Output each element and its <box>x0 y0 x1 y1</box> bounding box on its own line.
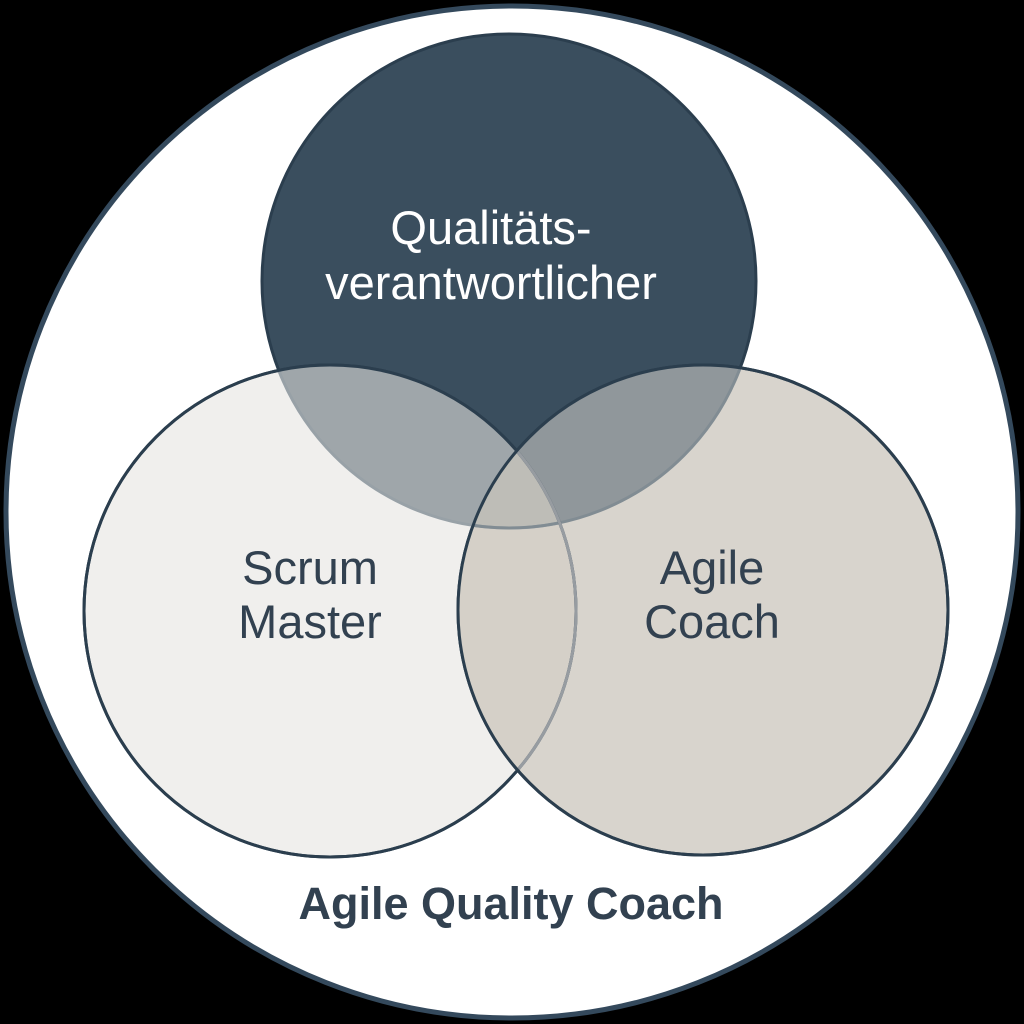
label-qualitaets-line1: Qualitäts- <box>390 201 592 254</box>
label-scrum-line1: Scrum <box>242 541 378 594</box>
label-scrum-master: Scrum Master <box>238 541 382 649</box>
outer-label-agile-quality-coach: Agile Quality Coach <box>298 878 724 929</box>
label-agile-coach: Agile Coach <box>644 541 780 649</box>
overlap-top-left <box>262 365 576 528</box>
top-circle-edge-under-right <box>458 365 758 530</box>
label-qualitaets-line2: verantwortlicher <box>325 256 657 309</box>
left-circle-edge-under-right <box>458 365 578 855</box>
right-circle-edge <box>456 363 950 857</box>
label-agile-line1: Agile <box>659 541 765 594</box>
label-agile-line2: Coach <box>644 595 780 648</box>
overlap-top-right <box>458 365 756 528</box>
label-scrum-line2: Master <box>238 595 382 648</box>
label-qualitaetsverantwortlicher: Qualitäts- verantwortlicher <box>325 200 657 310</box>
